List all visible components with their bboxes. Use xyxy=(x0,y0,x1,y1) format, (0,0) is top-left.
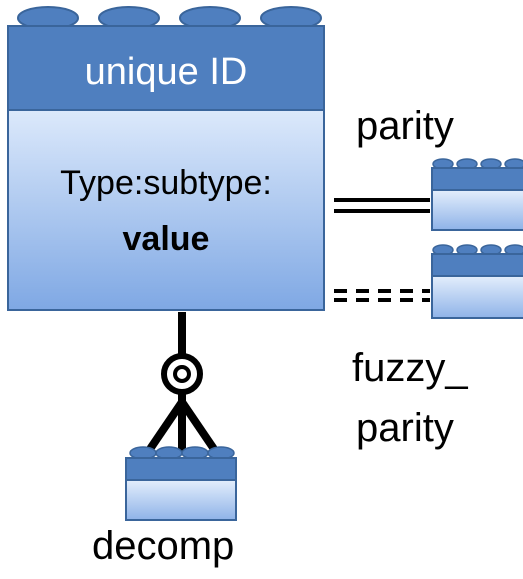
main-entity-block[interactable] xyxy=(7,6,325,311)
main-body xyxy=(7,109,325,311)
entity-type-line: Type:subtype: xyxy=(60,164,272,202)
fuzzy-parity-block[interactable] xyxy=(431,244,523,319)
parity-block[interactable] xyxy=(431,158,523,231)
entity-value-line: value xyxy=(122,220,210,258)
fuzzy-parity-label-line2: parity xyxy=(356,406,454,450)
decomp-block[interactable] xyxy=(125,446,237,521)
parity-connector xyxy=(334,198,430,213)
parity-label: parity xyxy=(356,104,454,148)
entity-title: unique ID xyxy=(84,50,248,93)
fuzzy-parity-label-line1: fuzzy_ xyxy=(352,346,468,390)
fuzzy-parity-connector xyxy=(334,289,430,302)
main-header xyxy=(7,25,325,111)
decomp-connector xyxy=(144,312,220,455)
decomp-label: decomp xyxy=(92,524,235,568)
